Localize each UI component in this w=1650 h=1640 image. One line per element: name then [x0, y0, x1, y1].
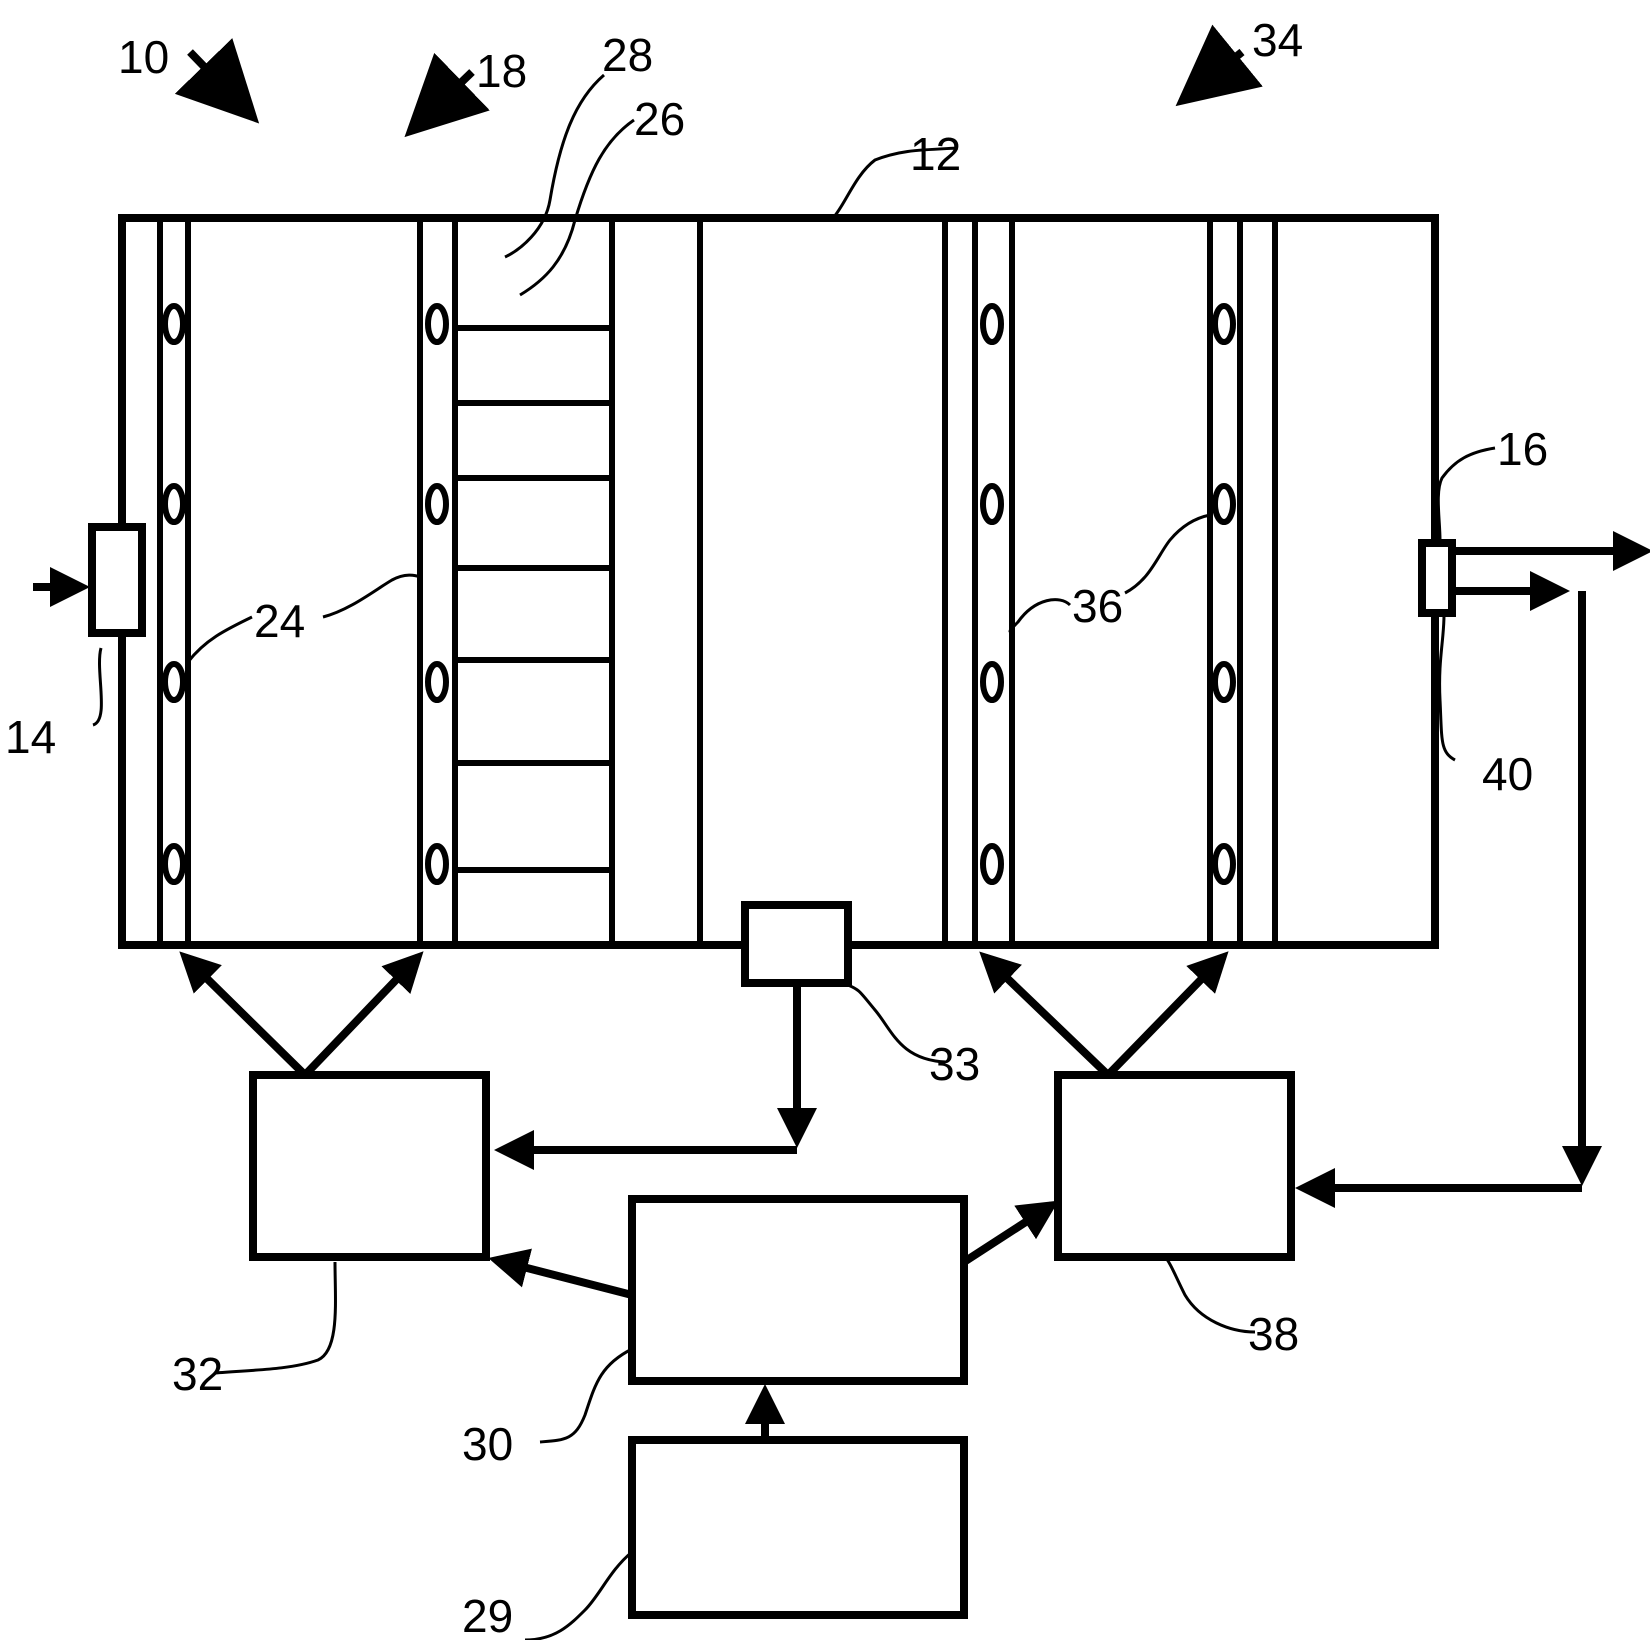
- second-driver-box: [1054, 1071, 1295, 1261]
- emitter: [162, 843, 186, 885]
- label-center-sensor: 33: [929, 1038, 980, 1090]
- emitter-column-3: [980, 303, 1004, 885]
- emitter-column-2: [425, 303, 449, 885]
- emitter: [980, 483, 1004, 525]
- emitter: [980, 843, 1004, 885]
- emitter: [1212, 483, 1236, 525]
- first-driver-box: [249, 1071, 490, 1261]
- emitter: [980, 303, 1004, 345]
- label-second-section: 34: [1252, 14, 1303, 66]
- main-controller-box: [628, 1195, 968, 1385]
- emitter: [425, 843, 449, 885]
- label-first-emitters: 24: [254, 595, 305, 647]
- emitter-column-4: [1212, 303, 1236, 885]
- emitter: [1212, 303, 1236, 345]
- emitter-column-1: [162, 303, 186, 885]
- label-system: 10: [118, 31, 169, 83]
- label-band-upper: 28: [602, 29, 653, 81]
- label-second-emitters: 36: [1072, 580, 1123, 632]
- label-inlet: 14: [5, 711, 56, 763]
- label-outlet-sensor: 40: [1482, 748, 1533, 800]
- inlet-port: [88, 523, 146, 637]
- label-outlet: 16: [1497, 423, 1548, 475]
- emitter: [980, 661, 1004, 703]
- label-second-driver: 38: [1248, 1308, 1299, 1360]
- emitter: [162, 303, 186, 345]
- emitter: [425, 303, 449, 345]
- partitions: [157, 218, 1278, 945]
- source-box: [628, 1436, 968, 1619]
- emitter: [162, 661, 186, 703]
- emitter: [1212, 843, 1236, 885]
- label-source-box: 29: [462, 1590, 513, 1640]
- emitter: [1212, 661, 1236, 703]
- center-sensor-box: [741, 901, 852, 987]
- label-chamber: 12: [910, 128, 961, 180]
- label-main-controller: 30: [462, 1418, 513, 1470]
- shelf-bands: [455, 325, 612, 873]
- emitter: [425, 483, 449, 525]
- emitter: [425, 661, 449, 703]
- label-first-driver: 32: [172, 1348, 223, 1400]
- outlet-port: [1418, 539, 1456, 617]
- emitter: [162, 483, 186, 525]
- label-band-lower: 26: [634, 93, 685, 145]
- label-first-section: 18: [476, 45, 527, 97]
